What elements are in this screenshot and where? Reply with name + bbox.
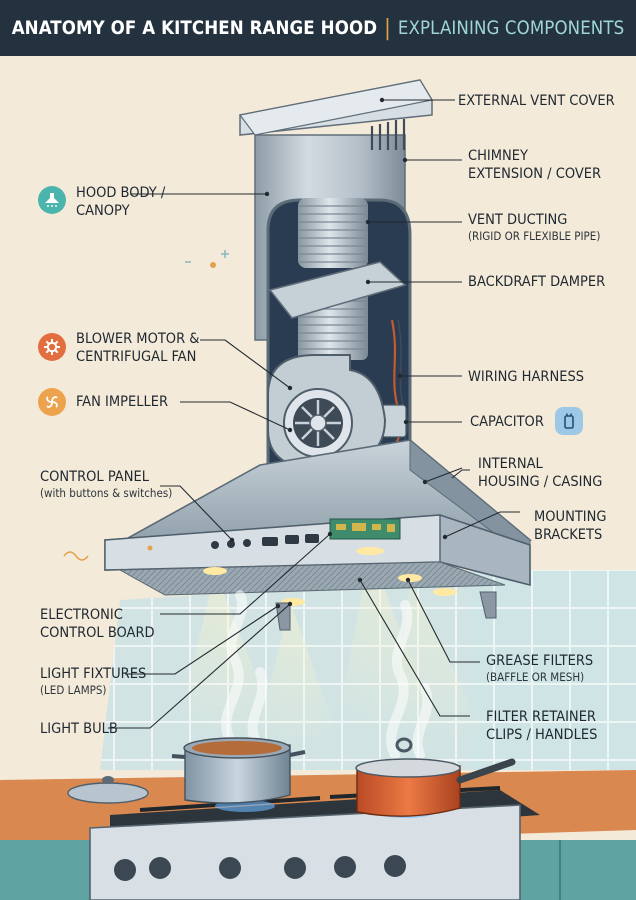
label-text: ELECTRONIC <box>40 607 123 623</box>
label-vent-ducting: VENT DUCTING (RIGID OR FLEXIBLE PIPE) <box>468 211 600 244</box>
label-text: CONTROL BOARD <box>40 625 155 641</box>
label-text: EXTENSION / COVER <box>468 166 602 182</box>
label-text: LIGHT FIXTURES <box>40 666 147 682</box>
label-text: CLIPS / HANDLES <box>486 727 598 743</box>
range-hood-icon <box>38 186 66 214</box>
label-text: CAPACITOR <box>470 414 544 430</box>
page-title: ANATOMY OF A KITCHEN RANGE HOOD <box>11 17 378 39</box>
label-capacitor: CAPACITOR <box>470 413 544 431</box>
label-control-panel: CONTROL PANEL (with buttons & switches) <box>40 468 172 501</box>
label-text: CONTROL PANEL <box>40 469 149 485</box>
impeller-icon <box>38 388 66 416</box>
label-text: VENT DUCTING <box>468 212 568 228</box>
page-subtitle: EXPLAINING COMPONENTS <box>397 17 625 39</box>
label-subtext: (with buttons & switches) <box>40 486 173 500</box>
label-filter-retainer: FILTER RETAINER CLIPS / HANDLES <box>486 708 597 744</box>
label-text: HOOD BODY / <box>76 185 166 201</box>
label-text: CANOPY <box>76 203 130 219</box>
label-hood-body: HOOD BODY / CANOPY <box>76 184 165 220</box>
title-bar: ANATOMY OF A KITCHEN RANGE HOOD | EXPLAI… <box>0 0 636 56</box>
label-subtext: (BAFFLE OR MESH) <box>486 670 585 684</box>
title-separator: | <box>384 15 391 41</box>
label-text: MOUNTING <box>534 509 607 525</box>
label-internal-housing: INTERNAL HOUSING / CASING <box>478 455 602 491</box>
capacitor-icon <box>555 407 583 435</box>
label-wiring-harness: WIRING HARNESS <box>468 368 584 386</box>
label-blower-motor: BLOWER MOTOR & CENTRIFUGAL FAN <box>76 330 199 366</box>
label-text: FAN IMPELLER <box>76 394 169 410</box>
label-text: BACKDRAFT DAMPER <box>468 274 606 290</box>
label-text: HOUSING / CASING <box>478 474 603 490</box>
label-electronic-control-board: ELECTRONIC CONTROL BOARD <box>40 606 155 642</box>
label-chimney: CHIMNEY EXTENSION / COVER <box>468 147 601 183</box>
label-text: BLOWER MOTOR & <box>76 331 200 347</box>
label-text: WIRING HARNESS <box>468 369 585 385</box>
label-text: FILTER RETAINER <box>486 709 596 725</box>
label-text: GREASE FILTERS <box>486 653 594 669</box>
gear-icon <box>38 333 66 361</box>
label-text: EXTERNAL VENT COVER <box>458 93 615 109</box>
label-external-vent-cover: EXTERNAL VENT COVER <box>458 92 615 110</box>
label-mounting-brackets: MOUNTING BRACKETS <box>534 508 607 544</box>
label-light-fixtures: LIGHT FIXTURES (LED LAMPS) <box>40 665 146 698</box>
label-text: CHIMNEY <box>468 148 528 164</box>
label-subtext: (RIGID OR FLEXIBLE PIPE) <box>468 229 601 243</box>
label-text: BRACKETS <box>534 527 603 543</box>
label-subtext: (LED LAMPS) <box>40 683 107 697</box>
label-light-bulb: LIGHT BULB <box>40 720 118 738</box>
label-fan-impeller: FAN IMPELLER <box>76 393 168 411</box>
label-grease-filters: GREASE FILTERS (BAFFLE OR MESH) <box>486 652 593 685</box>
label-text: LIGHT BULB <box>40 721 118 737</box>
label-text: CENTRIFUGAL FAN <box>76 349 197 365</box>
label-text: INTERNAL <box>478 456 543 472</box>
label-backdraft-damper: BACKDRAFT DAMPER <box>468 273 605 291</box>
